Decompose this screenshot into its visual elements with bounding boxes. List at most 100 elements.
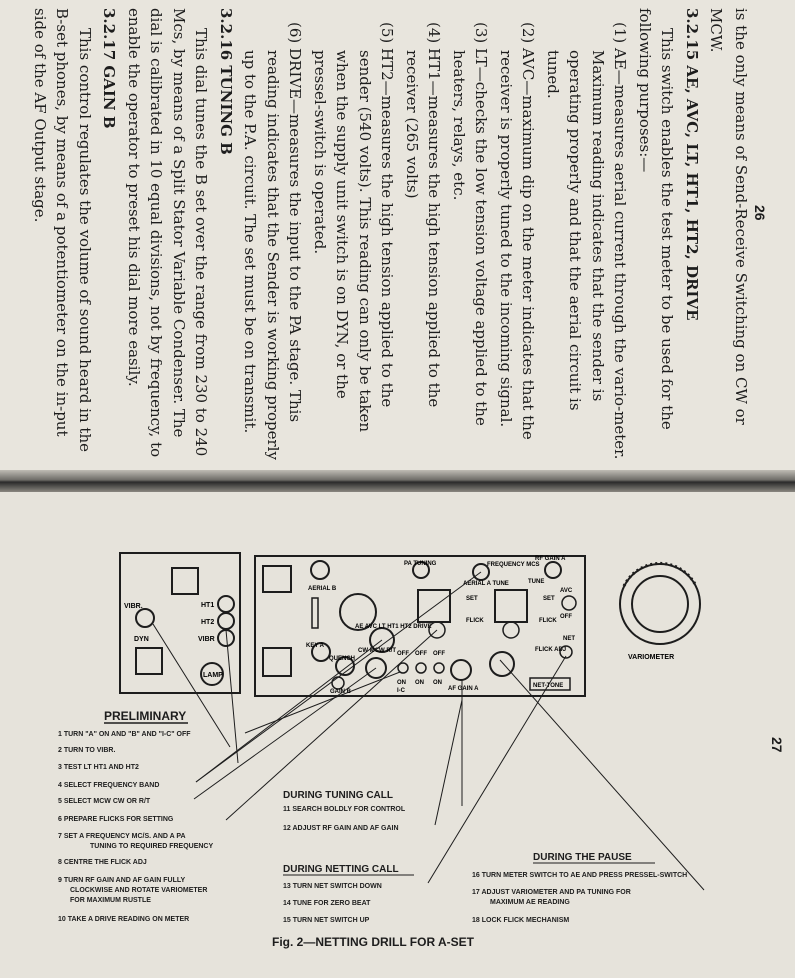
prelim-step-9: 9 TURN RF GAIN AND AF GAIN FULLY xyxy=(58,877,185,884)
fuse-ht2-icon xyxy=(217,612,235,630)
supply-unit-square-top xyxy=(171,567,199,595)
label-rf-gain-a: RF GAIN A xyxy=(535,556,566,562)
mode-switch-icon xyxy=(365,657,387,679)
prelim-step-3: 3 TEST LT HT1 AND HT2 xyxy=(58,764,139,771)
prelim-step-8: 8 CENTRE THE FLICK ADJ xyxy=(58,859,147,866)
book-spine xyxy=(0,470,795,492)
aerial-a-tune-knob-icon xyxy=(472,563,490,581)
page-26 xyxy=(0,0,795,478)
prelim-step-9-cont2: FOR MAXIMUM RUSTLE xyxy=(70,897,151,904)
label-quench: QUENCH xyxy=(329,656,355,662)
page-27 xyxy=(0,492,795,978)
prelim-step-10: 10 TAKE A DRIVE READING ON METER xyxy=(58,916,189,923)
prelim-step-6: 6 PREPARE FLICKS FOR SETTING xyxy=(58,816,174,823)
leader-lines xyxy=(152,571,705,891)
main-panel xyxy=(254,555,586,697)
tuning-step-12: 12 ADJUST RF GAIN AND AF GAIN xyxy=(283,825,399,832)
label-off-3: OFF xyxy=(433,651,445,657)
label-key-a: KEY A xyxy=(306,643,325,649)
label-on-3: ON xyxy=(433,680,442,686)
prelim-step-1: 1 TURN "A" ON AND "B" AND "I-C" OFF xyxy=(58,731,191,738)
pause-step-17: 17 ADJUST VARIOMETER AND PA TUNING FOR xyxy=(472,889,631,896)
gain-b-knob-icon xyxy=(331,676,345,690)
label-flick-left: FLICK xyxy=(466,618,484,624)
prelim-step-5: 5 SELECT MCW CW OR R/T xyxy=(58,798,151,805)
label-lamp: LAMP xyxy=(203,672,223,679)
label-pa-tuning: PA TUNING xyxy=(404,561,437,567)
variometer-knob-icon xyxy=(631,575,689,633)
vibr-switch-icon xyxy=(135,608,155,628)
label-off-2: OFF xyxy=(415,651,427,657)
aerial-b-socket-icon xyxy=(310,560,330,580)
label-on-2: ON xyxy=(415,680,424,686)
main-panel-square-top xyxy=(262,565,292,593)
avc-switch-icon xyxy=(561,595,577,611)
pause-step-17-cont: MAXIMUM AE READING xyxy=(490,899,570,906)
label-ic: I-C xyxy=(397,688,406,694)
label-ht2: HT2 xyxy=(201,619,214,626)
netting-step-15: 15 TURN NET SWITCH UP xyxy=(283,917,370,924)
label-tune: TUNE xyxy=(528,579,544,585)
lamp-icon xyxy=(200,662,224,686)
flick-set-right xyxy=(494,589,528,623)
toggle-b-icon xyxy=(415,662,427,674)
label-vibr-fuse: VIBR xyxy=(198,636,215,643)
label-gain-b: GAIN B xyxy=(330,689,352,695)
tuning-step-11: 11 SEARCH BOLDLY FOR CONTROL xyxy=(283,806,406,813)
prelim-step-7-cont: TUNING TO REQUIRED FREQUENCY xyxy=(90,843,213,850)
tuning-call-title: DURING TUNING CALL xyxy=(283,790,393,801)
netting-step-13: 13 TURN NET SWITCH DOWN xyxy=(283,883,382,890)
pa-tuning-knob-icon xyxy=(412,561,430,579)
supply-unit-square-bottom xyxy=(135,647,163,675)
label-flick-right: FLICK xyxy=(539,618,557,624)
label-vibr: VIBR. xyxy=(124,603,143,610)
label-frequency-mcs: FREQUENCY MCS xyxy=(487,562,540,568)
label-net: NET xyxy=(563,636,575,642)
label-aerial-a-tune: AERIAL A TUNE xyxy=(463,581,509,587)
af-gain-a-knob-icon xyxy=(450,659,472,681)
label-aerial-b: AERIAL B xyxy=(308,586,337,592)
label-set-right: SET xyxy=(543,596,555,602)
label-avc-off: OFF xyxy=(560,614,572,620)
toggle-a-icon xyxy=(433,662,445,674)
label-set-left: SET xyxy=(466,596,478,602)
flick-adj-knob-icon xyxy=(489,651,515,677)
label-avc: AVC xyxy=(560,588,573,594)
pause-title: DURING THE PAUSE xyxy=(533,852,632,863)
prelim-step-7: 7 SET A FREQUENCY MC/S. AND A PA xyxy=(58,833,186,840)
label-off-1: OFF xyxy=(397,651,409,657)
fuse-ht1-icon xyxy=(217,595,235,613)
key-a-socket-icon xyxy=(311,642,331,662)
main-panel-square-bottom xyxy=(262,647,292,677)
pause-step-18: 18 LOCK FLICK MECHANISM xyxy=(472,917,569,924)
tuning-b-dial-icon xyxy=(339,593,377,631)
toggle-ic-icon xyxy=(397,662,409,674)
label-cw-mcw-rt: CW MCW R/T xyxy=(358,648,396,654)
flick-lock-left-icon xyxy=(428,621,446,639)
label-variometer: VARIOMETER xyxy=(628,654,674,661)
pause-step-16: 16 TURN METER SWITCH TO AE AND PRESS PRE… xyxy=(472,872,687,879)
variometer-scale xyxy=(622,562,698,587)
prelim-step-2: 2 TURN TO VIBR. xyxy=(58,747,115,754)
net-switch-icon xyxy=(559,645,573,659)
netting-call-title: DURING NETTING CALL xyxy=(283,864,399,875)
label-meter-switch: AE AVC LT HT1 HT2 DRIVE xyxy=(355,624,432,630)
label-on-1: ON xyxy=(397,680,406,686)
rf-gain-a-knob-icon xyxy=(544,561,562,579)
variometer-dial-icon xyxy=(619,563,701,645)
label-dyn: DYN xyxy=(134,636,149,643)
figure-caption: Fig. 2—NETTING DRILL FOR A-SET xyxy=(272,935,475,949)
meter-switch-icon xyxy=(369,627,395,653)
preliminary-title: PRELIMINARY xyxy=(104,709,186,723)
label-af-gain-a: AF GAIN A xyxy=(448,686,479,692)
prelim-step-4: 4 SELECT FREQUENCY BAND xyxy=(58,782,159,789)
flick-set-left xyxy=(417,589,451,623)
netting-step-14: 14 TUNE FOR ZERO BEAT xyxy=(283,900,371,907)
flick-lock-right-icon xyxy=(502,621,520,639)
tuning-b-scale xyxy=(311,597,319,629)
prelim-step-9-cont1: CLOCKWISE AND ROTATE VARIOMETER xyxy=(70,887,207,894)
supply-unit-panel xyxy=(119,552,241,694)
label-flick-adj: FLICK ADJ xyxy=(535,647,566,653)
